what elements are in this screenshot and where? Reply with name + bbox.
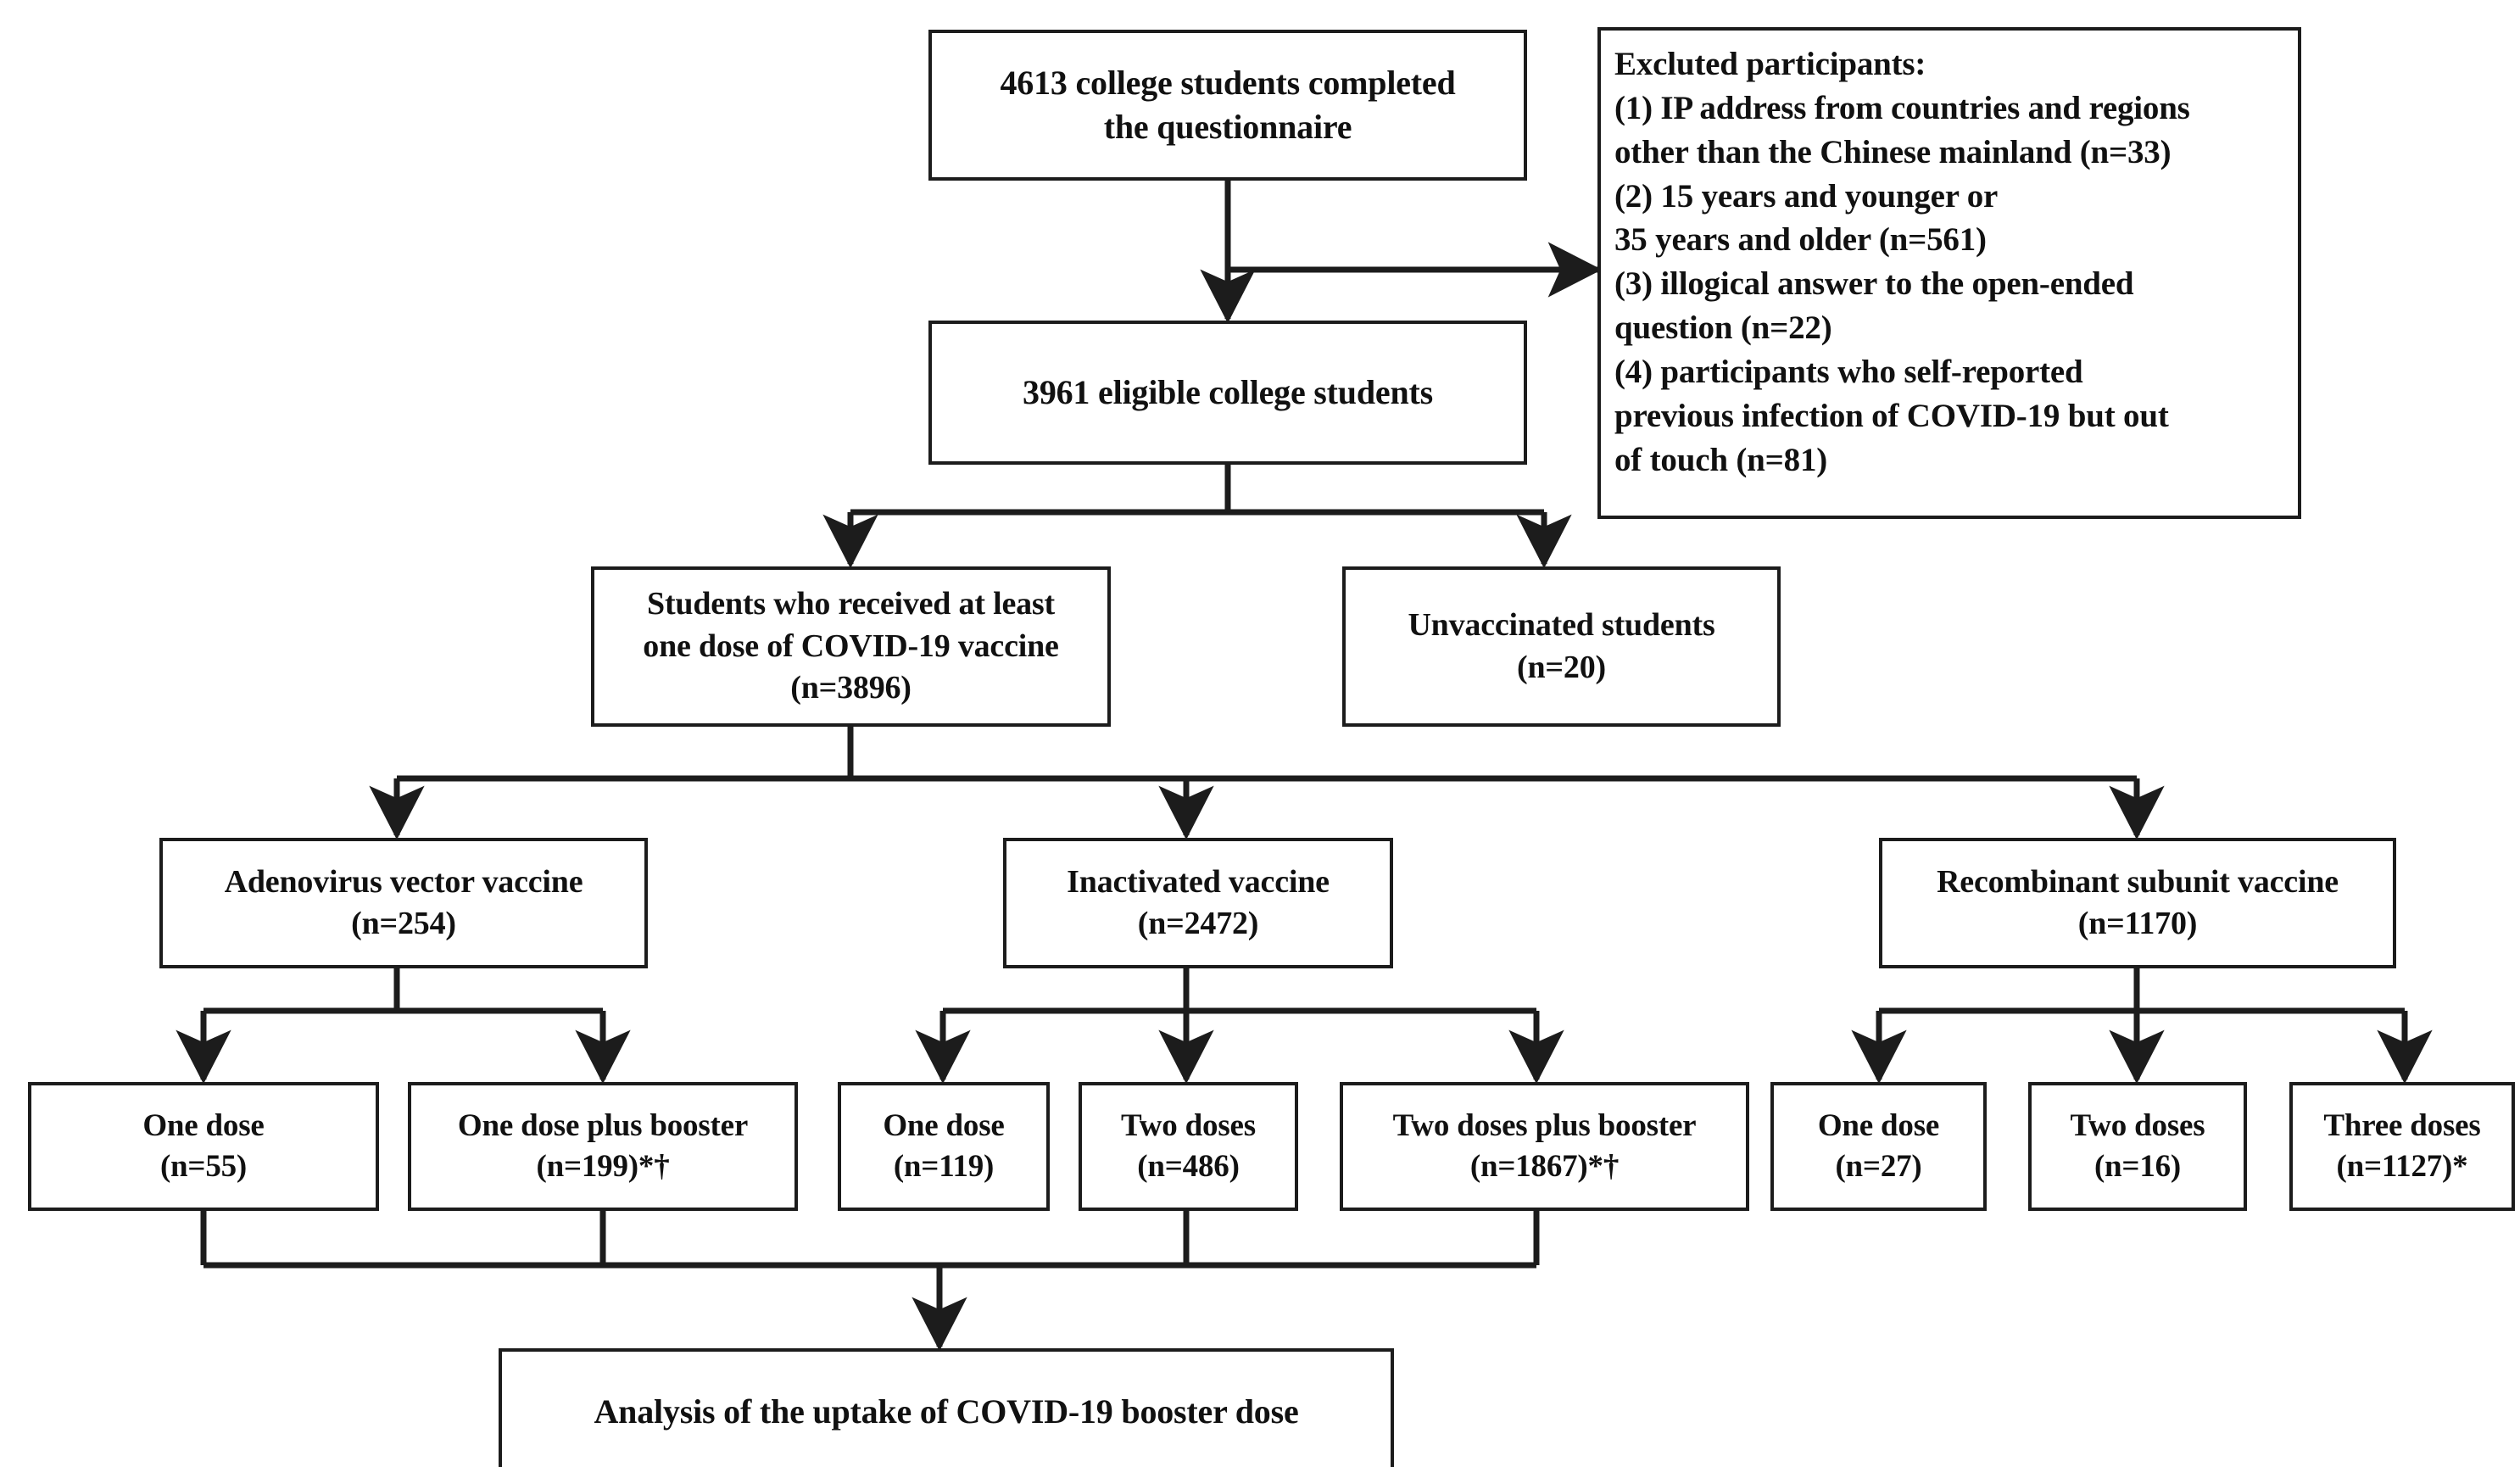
in-two-doses-line-2: (n=486) [1137,1149,1240,1184]
recombinant-one-dose-box[interactable]: One dose (n=27) [1770,1082,1987,1211]
excluded-line-9: previous infection of COVID-19 but out [1614,397,2169,434]
vaccinated-line-3: (n=3896) [790,670,912,706]
completed-questionnaire-box[interactable]: 4613 college students completed the ques… [928,30,1527,181]
recombinant-three-doses-box[interactable]: Three doses (n=1127)* [2289,1082,2515,1211]
recombinant-two-doses-box[interactable]: Two doses (n=16) [2028,1082,2247,1211]
ad-one-dose-line-2: (n=55) [159,1149,248,1184]
excluded-line-5: 35 years and older (n=561) [1614,221,1987,259]
adenovirus-one-dose-plus-booster-box[interactable]: One dose plus booster (n=199)*† [408,1082,798,1211]
analysis-box[interactable]: Analysis of the uptake of COVID-19 boost… [499,1348,1394,1467]
in-two-doses-line-1: Two doses [1121,1107,1256,1143]
recombinant-line-1: Recombinant subunit vaccine [1937,863,2339,900]
re-two-doses-line-2: (n=16) [2093,1149,2182,1184]
vaccinated-line-2: one dose of COVID-19 vaccine [643,628,1059,664]
re-one-dose-line-1: One dose [1817,1107,1940,1143]
eligible-students-line-1: 3961 eligible college students [1023,373,1433,411]
in-one-dose-line-1: One dose [883,1107,1005,1143]
unvaccinated-line-2: (n=20) [1517,649,1606,685]
excluded-line-7: question (n=22) [1614,310,1832,347]
inactivated-one-dose-box[interactable]: One dose (n=119) [838,1082,1050,1211]
adenovirus-line-2: (n=254) [351,906,456,941]
analysis-line-1: Analysis of the uptake of COVID-19 boost… [594,1392,1299,1431]
eligible-students-box[interactable]: 3961 eligible college students [928,321,1527,465]
excluded-participants-box[interactable]: Excluted participants: (1) IP address fr… [1597,27,2301,519]
recombinant-line-2: (n=1170) [2077,906,2198,941]
excluded-line-3: other than the Chinese mainland (n=33) [1614,133,2172,170]
in-booster-line-2: (n=1867)*† [1469,1149,1620,1184]
re-two-doses-line-1: Two doses [2070,1107,2205,1143]
inactivated-line-2: (n=2472) [1137,906,1259,941]
ad-one-dose-line-1: One dose [142,1107,265,1143]
adenovirus-one-dose-box[interactable]: One dose (n=55) [28,1082,379,1211]
inactivated-two-doses-plus-booster-box[interactable]: Two doses plus booster (n=1867)*† [1340,1082,1749,1211]
inactivated-two-doses-box[interactable]: Two doses (n=486) [1079,1082,1298,1211]
re-three-doses-line-1: Three doses [2323,1107,2481,1143]
excluded-line-2: (1) IP address from countries and region… [1614,89,2190,126]
excluded-line-8: (4) participants who self-reported [1614,354,2083,391]
adenovirus-line-1: Adenovirus vector vaccine [224,863,583,900]
unvaccinated-students-box[interactable]: Unvaccinated students (n=20) [1342,566,1781,727]
re-three-doses-line-2: (n=1127)* [2336,1149,2468,1184]
adenovirus-vector-vaccine-box[interactable]: Adenovirus vector vaccine (n=254) [159,838,648,968]
inactivated-line-1: Inactivated vaccine [1067,863,1330,900]
re-one-dose-line-2: (n=27) [1835,1149,1922,1184]
excluded-line-4: (2) 15 years and younger or [1614,177,1999,215]
unvaccinated-line-1: Unvaccinated students [1408,607,1715,644]
ad-booster-line-1: One dose plus booster [457,1107,749,1143]
excluded-line-1: Excluted participants: [1614,46,1926,82]
inactivated-vaccine-box[interactable]: Inactivated vaccine (n=2472) [1003,838,1393,968]
vaccinated-line-1: Students who received at least [647,586,1055,622]
completed-questionnaire-line-1: 4613 college students completed [1000,64,1456,102]
excluded-line-10: of touch (n=81) [1614,441,1828,478]
excluded-line-6: (3) illogical answer to the open-ended [1614,265,2134,303]
recombinant-subunit-vaccine-box[interactable]: Recombinant subunit vaccine (n=1170) [1879,838,2396,968]
in-booster-line-1: Two doses plus booster [1392,1107,1697,1143]
in-one-dose-line-2: (n=119) [893,1149,995,1184]
ad-booster-line-2: (n=199)*† [536,1149,670,1184]
completed-questionnaire-line-2: the questionnaire [1103,108,1352,146]
vaccinated-students-box[interactable]: Students who received at least one dose … [591,566,1111,727]
